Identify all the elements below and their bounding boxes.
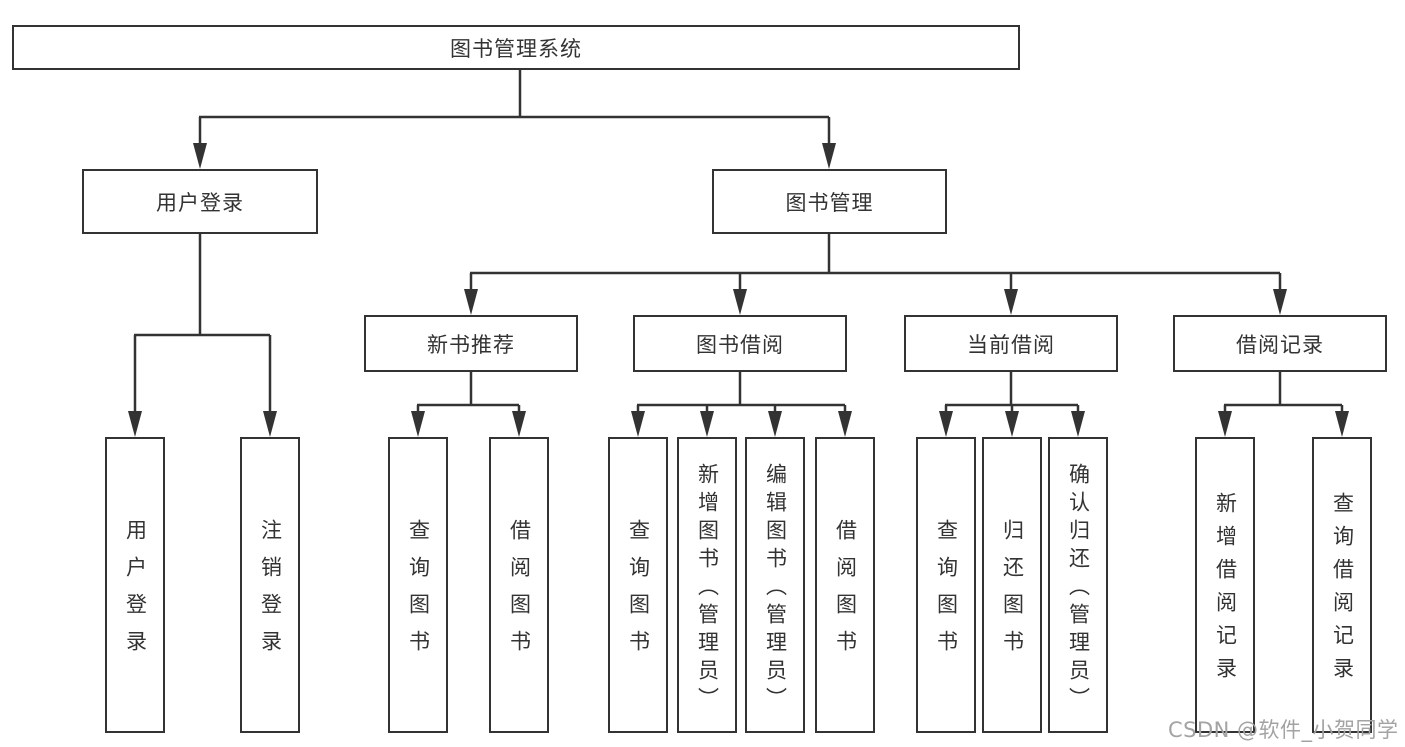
leaf-add-borrow-record-label: 新增借阅记录 <box>1213 492 1238 690</box>
node-library-system-label: 图书管理系统 <box>450 36 582 61</box>
leaf-add-borrow-record: 新增借阅记录 <box>1195 437 1255 733</box>
arrowhead <box>733 289 747 315</box>
arrowhead <box>1335 411 1349 437</box>
node-user-login-label: 用户登录 <box>156 190 244 215</box>
arrowhead <box>822 143 836 169</box>
leaf-user-login: 用户登录 <box>105 437 165 733</box>
leaf-edit-books-admin: 编辑图书（管理员） <box>745 437 805 733</box>
leaf-borrow-books: 借阅图书 <box>815 437 875 733</box>
arrowhead <box>193 143 207 169</box>
arrowhead <box>1273 289 1287 315</box>
node-borrow-records: 借阅记录 <box>1173 315 1387 372</box>
arrowhead <box>768 411 782 437</box>
node-book-borrowing: 图书借阅 <box>633 315 847 372</box>
connector-root-to-level2 <box>198 70 831 146</box>
node-current-borrowing: 当前借阅 <box>904 315 1118 372</box>
arrowhead <box>838 411 852 437</box>
node-book-management: 图书管理 <box>712 169 947 234</box>
leaf-borrow-books-label: 借阅图书 <box>833 519 858 667</box>
node-library-system: 图书管理系统 <box>12 25 1020 70</box>
arrowhead <box>512 411 526 437</box>
arrowhead <box>700 411 714 437</box>
node-borrow-records-label: 借阅记录 <box>1236 332 1324 357</box>
leaf-edit-books-admin-label: 编辑图书（管理员） <box>763 462 788 715</box>
connector-borrow-to-leaves <box>636 372 847 414</box>
node-new-book-recommend-label: 新书推荐 <box>427 332 515 357</box>
node-new-book-recommend: 新书推荐 <box>364 315 578 372</box>
leaf-confirm-return-admin-label: 确认归还（管理员） <box>1066 462 1091 715</box>
leaf-query-books-current: 查询图书 <box>916 437 976 733</box>
leaf-query-borrow-record-label: 查询借阅记录 <box>1330 492 1355 690</box>
leaf-logout-label: 注销登录 <box>258 519 283 667</box>
leaf-add-books-admin: 新增图书（管理员） <box>677 437 737 733</box>
leaf-logout: 注销登录 <box>240 437 300 733</box>
leaf-query-books-borrowing-label: 查询图书 <box>626 519 651 667</box>
connector-book-mgmt-to-level3 <box>469 234 1282 292</box>
connector-current-to-leaves <box>944 372 1080 414</box>
leaf-return-books: 归还图书 <box>982 437 1042 733</box>
leaf-query-books-recommend: 查询图书 <box>388 437 448 733</box>
leaf-query-books-recommend-label: 查询图书 <box>406 519 431 667</box>
node-user-login: 用户登录 <box>82 169 318 234</box>
leaf-add-books-admin-label: 新增图书（管理员） <box>695 462 720 715</box>
arrowhead <box>411 411 425 437</box>
leaf-borrow-books-recommend-label: 借阅图书 <box>507 519 532 667</box>
leaf-confirm-return-admin: 确认归还（管理员） <box>1048 437 1108 733</box>
leaf-return-books-label: 归还图书 <box>1000 519 1025 667</box>
arrowhead <box>128 411 142 437</box>
arrowhead <box>1071 411 1085 437</box>
arrowhead <box>263 411 277 437</box>
node-current-borrowing-label: 当前借阅 <box>967 332 1055 357</box>
arrowhead <box>1005 411 1019 437</box>
leaf-query-books-borrowing: 查询图书 <box>608 437 668 733</box>
arrowhead <box>939 411 953 437</box>
leaf-user-login-label: 用户登录 <box>123 519 148 667</box>
connector-records-to-leaves <box>1223 372 1344 414</box>
connector-new-rec-to-leaves <box>416 372 521 414</box>
connector-user-login-to-leaves <box>133 234 272 414</box>
leaf-query-books-current-label: 查询图书 <box>934 519 959 667</box>
arrowhead <box>1004 289 1018 315</box>
csdn-watermark: CSDN @软件_小贺同学 <box>1168 718 1399 742</box>
node-book-borrowing-label: 图书借阅 <box>696 332 784 357</box>
leaf-query-borrow-record: 查询借阅记录 <box>1312 437 1372 733</box>
node-book-management-label: 图书管理 <box>785 190 874 215</box>
leaf-borrow-books-recommend: 借阅图书 <box>489 437 549 733</box>
arrowhead <box>464 289 478 315</box>
arrowhead <box>631 411 645 437</box>
arrowhead <box>1218 411 1232 437</box>
